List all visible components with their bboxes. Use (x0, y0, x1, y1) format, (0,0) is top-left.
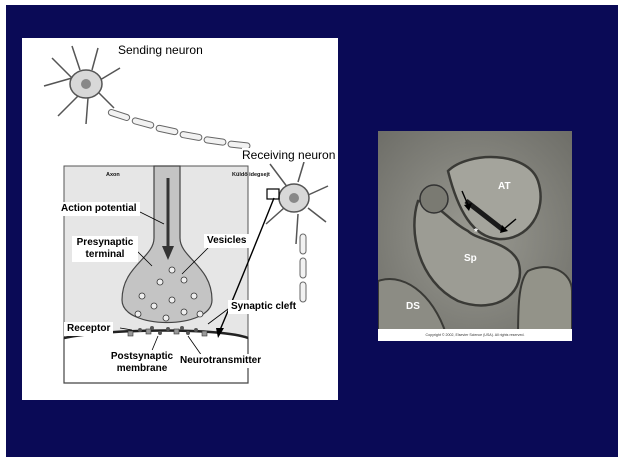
synaptic-cleft-label: Synaptic cleft (228, 300, 299, 314)
ds-label: DS (406, 301, 420, 312)
asterisk-label: * (474, 227, 478, 238)
synapse-diagram: Sending neuron Receiving neuron Axon Kül… (22, 38, 338, 400)
kuldo-idegsejt-label: Küldő idegsejt (232, 172, 270, 178)
synapse-illustration (22, 38, 338, 400)
receiving-neuron-label: Receiving neuron (242, 148, 335, 162)
axon-chain (108, 109, 251, 149)
copyright-notice: Copyright © 2002, Elsevier Science (USA)… (378, 329, 572, 341)
presynaptic-terminal-label: Presynaptic terminal (72, 236, 138, 262)
receptor-label: Receptor (64, 322, 113, 336)
postsynaptic-membrane-label: Postsynaptic membrane (104, 350, 180, 376)
vesicles-label: Vesicles (204, 234, 249, 248)
sending-neuron-label: Sending neuron (118, 43, 203, 57)
sp-label: Sp (464, 253, 477, 264)
axon-label: Axon (106, 172, 120, 178)
action-potential-label: Action potential (58, 202, 140, 216)
at-label: AT (498, 181, 511, 192)
neurotransmitter-label: Neurotransmitter (177, 354, 264, 368)
electron-micrograph: AT * Sp DS (378, 131, 572, 341)
